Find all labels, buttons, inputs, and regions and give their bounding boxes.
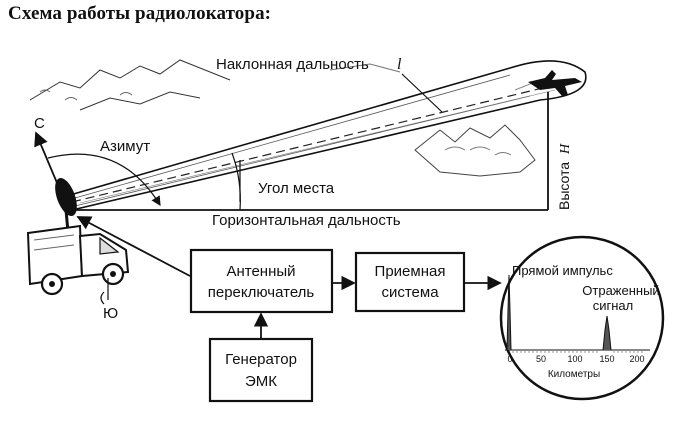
radar-truck-illustration — [26, 177, 130, 296]
tick-50: 50 — [536, 354, 546, 364]
direct-pulse-label: Прямой импульс — [512, 263, 613, 278]
elevation-angle-label: Угол места — [258, 180, 335, 197]
generator-block — [208, 337, 314, 403]
azimuth-label: Азимут — [100, 138, 150, 155]
mountains-illustration — [29, 59, 561, 177]
height-word: Высота — [556, 162, 572, 210]
aircraft-icon — [528, 70, 582, 96]
slant-range-label: Наклонная дальность — [216, 56, 369, 73]
receiver-line1: Приемная — [375, 263, 446, 280]
tick-150: 150 — [599, 354, 614, 364]
antenna-switch-line1: Антенный — [226, 263, 295, 280]
tick-0: 0 — [507, 354, 512, 364]
receiver-block — [354, 251, 466, 313]
antenna-switch-block — [189, 248, 334, 314]
slant-range-symbol: l — [397, 56, 402, 73]
height-label: Высота H — [556, 143, 573, 210]
south-label: Ю — [103, 305, 118, 322]
generator-line1: Генератор — [225, 351, 297, 368]
height-symbol: H — [558, 143, 573, 155]
radar-beam — [69, 60, 587, 211]
scope-axis-label: Километры — [548, 369, 600, 380]
generator-line2: ЭМК — [245, 373, 277, 390]
antenna-switch-line2: переключатель — [208, 284, 315, 301]
tick-100: 100 — [567, 354, 582, 364]
north-label: С — [34, 115, 45, 132]
tick-200: 200 — [629, 354, 644, 364]
page-title: Схема работы радиолокатора: — [8, 3, 272, 24]
reflected-signal-line1: Отраженный — [582, 283, 659, 298]
oscilloscope-display — [499, 235, 665, 401]
horizontal-range-label: Горизонтальная дальность — [212, 212, 401, 229]
receiver-line2: система — [381, 284, 439, 301]
reflected-signal-line2: сигнал — [593, 298, 634, 313]
